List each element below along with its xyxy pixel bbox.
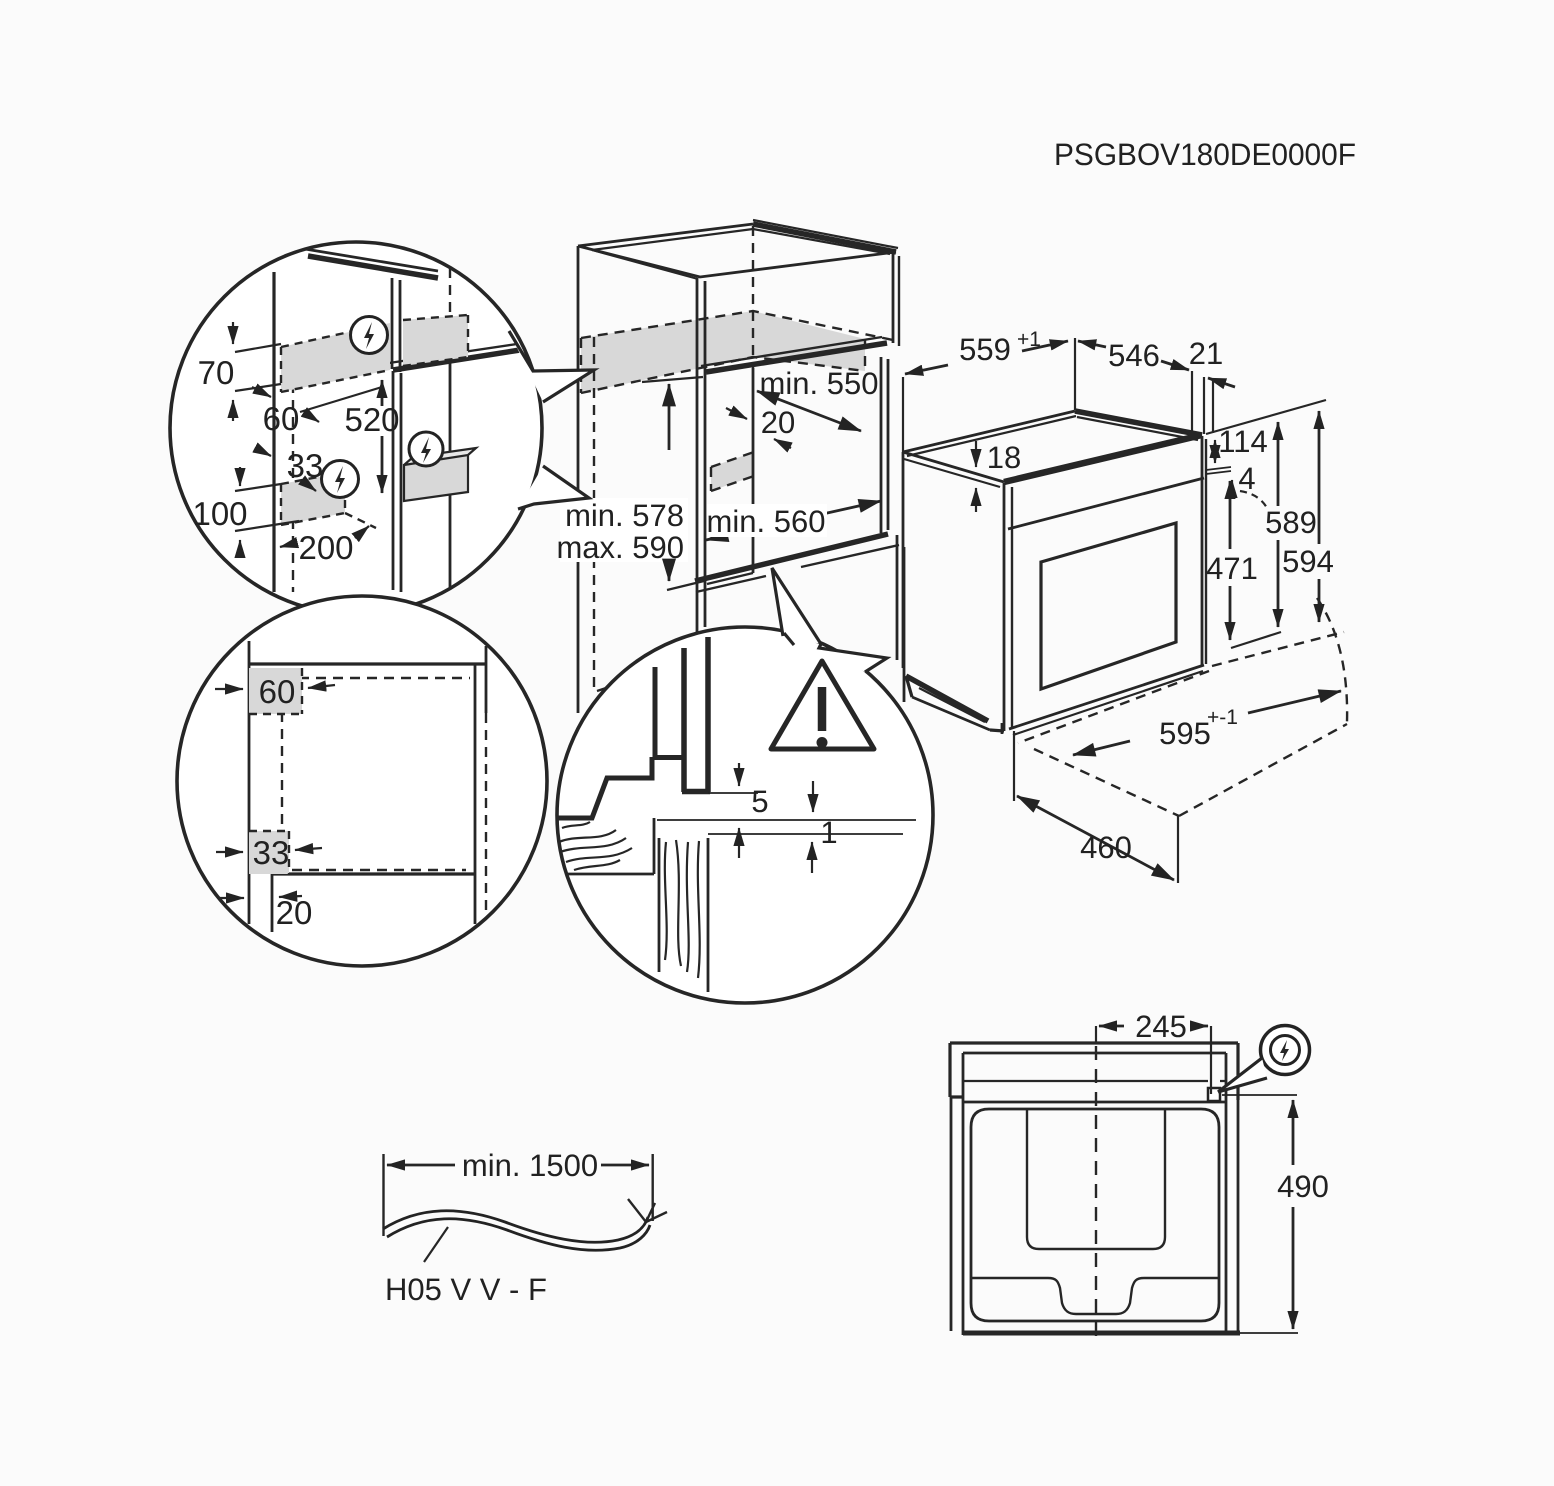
svg-text:114: 114 [1218,424,1267,459]
svg-text:20: 20 [761,405,795,440]
svg-text:min. 550: min. 550 [760,366,879,401]
svg-text:max. 590: max. 590 [556,530,684,565]
svg-text:18: 18 [987,440,1021,475]
svg-text:33: 33 [287,447,324,484]
svg-text:546: 546 [1108,338,1160,373]
svg-text:460: 460 [1080,830,1132,865]
svg-text:520: 520 [344,401,399,438]
svg-text:min. 578: min. 578 [565,498,684,533]
svg-text:471: 471 [1206,551,1258,586]
svg-text:33: 33 [253,834,290,871]
svg-text:490: 490 [1277,1169,1329,1204]
svg-text:4: 4 [1238,461,1255,496]
svg-text:594: 594 [1282,544,1334,579]
svg-text:60: 60 [263,400,300,437]
svg-text:20: 20 [276,894,313,931]
svg-text:589: 589 [1265,505,1317,540]
svg-text:70: 70 [198,354,235,391]
svg-text:60: 60 [259,673,296,710]
svg-text:+-1: +-1 [1207,706,1238,729]
svg-text:100: 100 [192,495,247,532]
svg-text:PSGBOV180DE0000F: PSGBOV180DE0000F [1054,137,1356,172]
svg-text:1: 1 [820,815,837,850]
svg-text:21: 21 [1189,336,1223,371]
svg-text:+1: +1 [1017,328,1041,351]
svg-text:5: 5 [751,784,768,819]
svg-text:595: 595 [1159,716,1211,751]
svg-text:min. 560: min. 560 [707,504,826,539]
svg-text:H05 V V - F: H05 V V - F [385,1272,547,1307]
svg-text:min. 1500: min. 1500 [462,1148,598,1183]
svg-text:245: 245 [1135,1009,1187,1044]
svg-text:559: 559 [959,332,1011,367]
svg-text:200: 200 [298,529,353,566]
